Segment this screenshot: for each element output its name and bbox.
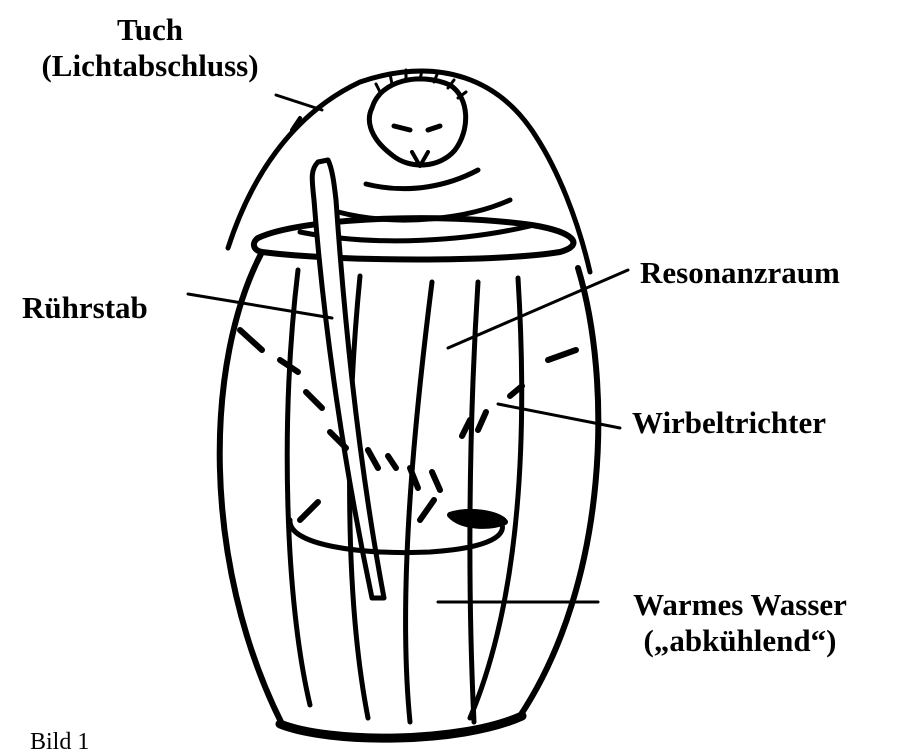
leader-tuch [276,95,322,110]
leader-wirbeltrichter [498,404,620,428]
label-resonanzraum: Resonanzraum [640,255,840,291]
label-ruehrstab: Rührstab [22,290,148,326]
label-warmes-wasser-line1: Warmes Wasser [590,587,890,623]
vessel-base [280,716,522,738]
label-wirbeltrichter: Wirbeltrichter [632,405,826,441]
label-warmes-wasser: Warmes Wasser („abkühlend“) [590,587,890,659]
figure-caption: Bild 1 [30,728,89,756]
label-warmes-wasser-line2: („abkühlend“) [590,623,890,659]
label-tuch-line2: (Lichtabschluss) [0,48,300,84]
label-tuch: Tuch (Lichtabschluss) [0,12,300,84]
face-sketch [369,70,466,166]
leader-ruehrstab [188,294,332,318]
vortex-center [450,512,505,526]
label-tuch-line1: Tuch [0,12,300,48]
vessel-staves [287,270,522,722]
